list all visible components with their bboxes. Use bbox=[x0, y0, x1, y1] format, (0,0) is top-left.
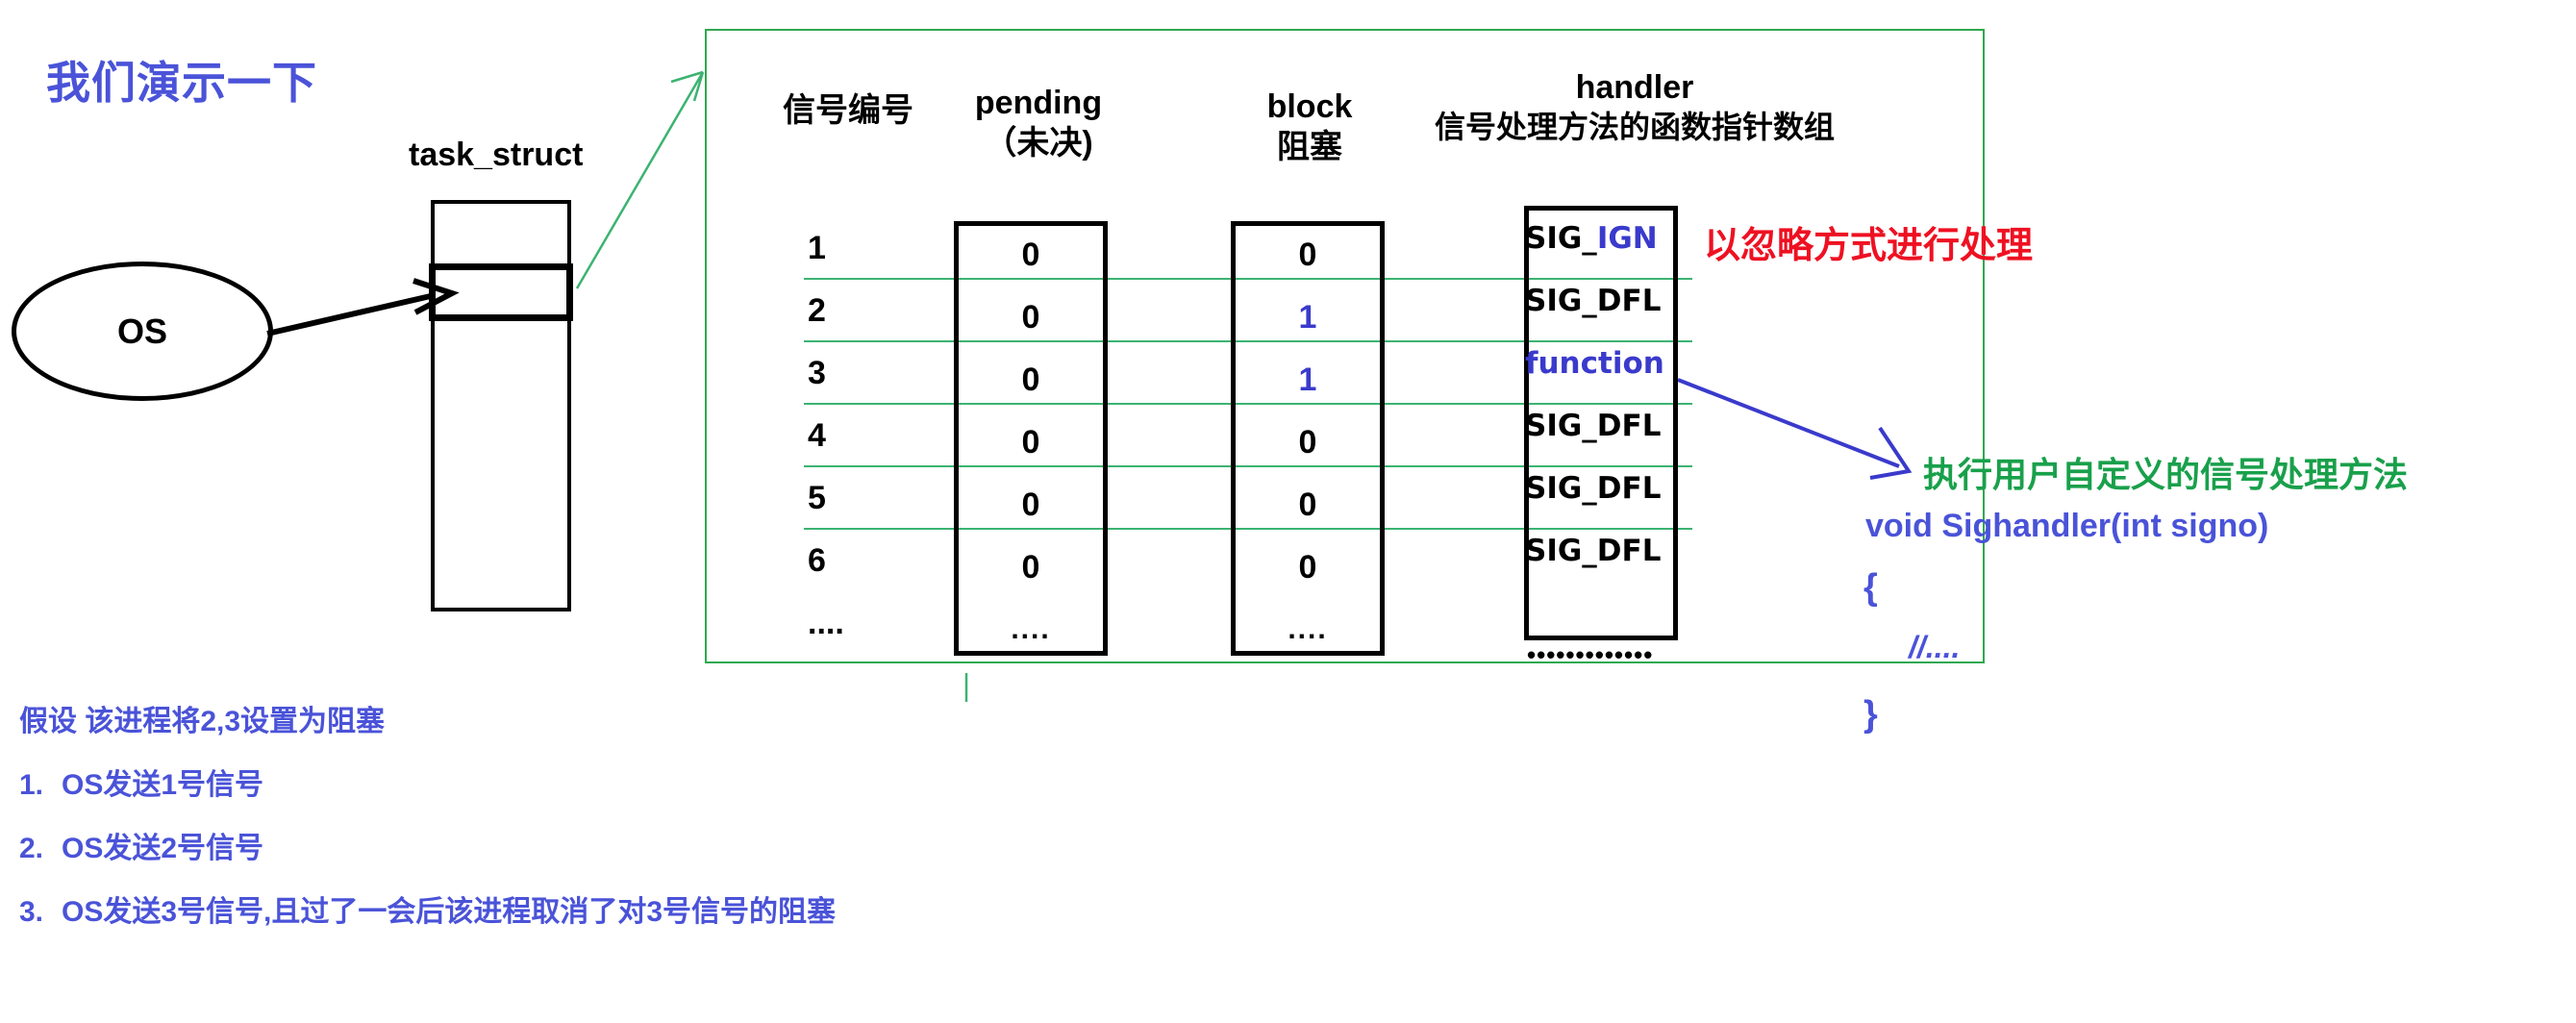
os-node: OS bbox=[12, 262, 273, 401]
signo-cell: 5 bbox=[808, 480, 826, 516]
column-header-handler: handler 信号处理方法的函数指针数组 bbox=[1385, 69, 1885, 148]
os-to-task-arrow bbox=[266, 278, 460, 337]
signal-table-container bbox=[705, 29, 1985, 663]
task-struct-label: task_struct bbox=[409, 137, 584, 173]
pending-column-box bbox=[954, 221, 1108, 656]
handler-cell: SIG_DFL bbox=[1522, 458, 1676, 520]
code-line-open-brace: { bbox=[1863, 567, 1878, 608]
notes-list: 假设 该进程将2,3设置为阻塞 1. OS发送1号信号 2. OS发送2号信号 3.… bbox=[19, 708, 1173, 961]
note-item-number: 1. bbox=[19, 769, 44, 801]
block-cell: 0 bbox=[1298, 486, 1317, 523]
block-column-box bbox=[1231, 221, 1385, 656]
note-item-text: OS发送3号信号,且过了一会后该进程取消了对3号信号的阻塞 bbox=[62, 896, 837, 928]
handler-cell: SIG_DFL bbox=[1522, 395, 1676, 458]
note-assumption: 假设 该进程将2,3设置为阻塞 bbox=[19, 706, 386, 737]
block-column: 0 1 1 0 0 0 .... bbox=[1231, 223, 1385, 661]
note-item-text: OS发送2号信号 bbox=[62, 833, 264, 864]
signo-cell: 1 bbox=[808, 230, 826, 266]
custom-handler-annotation: 执行用户自定义的信号处理方法 bbox=[1923, 455, 2409, 494]
pending-cell: 0 bbox=[1021, 486, 1040, 523]
task-struct-box bbox=[431, 200, 571, 611]
code-line-close-brace: } bbox=[1863, 694, 1878, 735]
pending-column: 0 0 0 0 0 0 .... bbox=[954, 223, 1108, 661]
handler-cell-suffix: IGN bbox=[1596, 221, 1658, 256]
handler-column-box bbox=[1524, 206, 1678, 640]
ignore-annotation: 以忽略方式进行处理 bbox=[1704, 226, 2034, 266]
note-item: 2. OS发送2号信号 bbox=[19, 835, 1173, 863]
column-header-pending: pending （未决) bbox=[942, 85, 1135, 166]
column-header-signo: 信号编号 bbox=[752, 92, 944, 130]
column-header-block-line2: 阻塞 bbox=[1277, 129, 1342, 166]
pending-cell-ellipsis: .... bbox=[1011, 612, 1051, 645]
signo-column: 1 2 3 4 5 6 .... bbox=[808, 217, 894, 655]
column-header-handler-line2: 信号处理方法的函数指针数组 bbox=[1434, 110, 1835, 145]
block-cell: 0 bbox=[1298, 423, 1317, 461]
signo-cell: 4 bbox=[808, 417, 826, 454]
handler-column: SIG_IGN SIG_DFL function SIG_DFL SIG_DFL… bbox=[1522, 208, 1676, 583]
task-to-table-arrow bbox=[575, 70, 705, 289]
column-header-handler-line1: handler bbox=[1575, 69, 1694, 106]
note-item-number: 2. bbox=[19, 833, 44, 864]
pending-cell: 0 bbox=[1021, 236, 1040, 273]
handler-column-ellipsis: ••••••••••••• bbox=[1527, 640, 1654, 669]
handler-cell: SIG_IGN bbox=[1522, 208, 1676, 270]
block-cell: 0 bbox=[1298, 236, 1317, 273]
block-cell: 0 bbox=[1298, 548, 1317, 586]
task-struct-signal-field bbox=[429, 263, 573, 321]
handler-cell-prefix: function bbox=[1525, 346, 1664, 381]
signo-cell: 6 bbox=[808, 542, 826, 579]
handler-cell: SIG_DFL bbox=[1522, 270, 1676, 333]
note-item: 3. OS发送3号信号,且过了一会后该进程取消了对3号信号的阻塞 bbox=[19, 898, 1173, 927]
page-title: 我们演示一下 bbox=[46, 58, 317, 108]
column-header-pending-line2: （未决) bbox=[984, 125, 1093, 162]
os-node-label: OS bbox=[116, 311, 167, 351]
note-item-number: 3. bbox=[19, 896, 44, 928]
column-header-signo-line1: 信号编号 bbox=[783, 92, 913, 129]
signo-cell-ellipsis: .... bbox=[808, 605, 844, 641]
signo-cell: 2 bbox=[808, 292, 826, 329]
code-line-signature: void Sighandler(int signo) bbox=[1865, 508, 2269, 544]
column-header-block: block 阻塞 bbox=[1223, 88, 1396, 170]
handler-cell: SIG_DFL bbox=[1522, 520, 1676, 583]
block-cell-ellipsis: .... bbox=[1288, 612, 1328, 645]
pending-cell: 0 bbox=[1021, 548, 1040, 586]
handler-cell: function bbox=[1522, 333, 1676, 395]
note-item: 1. OS发送1号信号 bbox=[19, 771, 1173, 800]
code-line-comment: //.... bbox=[1909, 630, 1961, 664]
handler-cell-prefix: SIG_DFL bbox=[1525, 284, 1662, 318]
column-header-pending-line1: pending bbox=[974, 85, 1103, 121]
block-cell: 1 bbox=[1298, 298, 1317, 336]
column-header-block-line1: block bbox=[1266, 88, 1353, 125]
handler-cell-prefix: SIG_DFL bbox=[1525, 534, 1662, 568]
pending-cell: 0 bbox=[1021, 361, 1040, 398]
handler-cell-prefix: SIG_ bbox=[1525, 221, 1597, 256]
pending-cell: 0 bbox=[1021, 298, 1040, 336]
note-item-text: OS发送1号信号 bbox=[62, 769, 264, 801]
block-cell: 1 bbox=[1298, 361, 1317, 398]
signo-cell: 3 bbox=[808, 355, 826, 391]
pending-cell: 0 bbox=[1021, 423, 1040, 461]
handler-cell-prefix: SIG_DFL bbox=[1525, 471, 1662, 506]
handler-cell-prefix: SIG_DFL bbox=[1525, 409, 1662, 443]
